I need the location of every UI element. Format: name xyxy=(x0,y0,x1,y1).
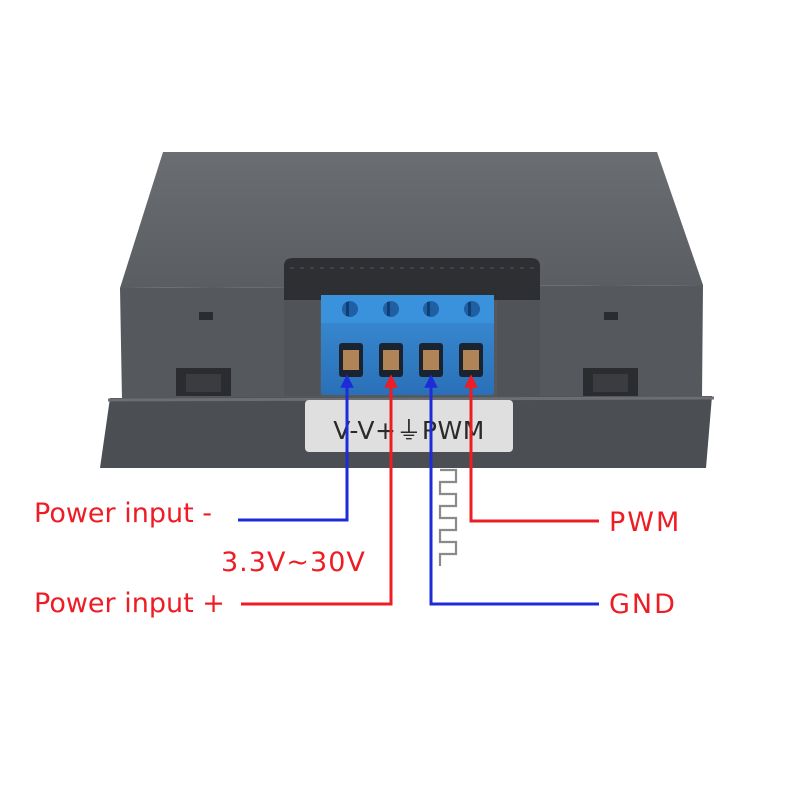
wire-power-minus xyxy=(238,374,354,522)
label-pwm: PWM xyxy=(609,507,682,538)
label-power-input-plus: Power input + xyxy=(34,588,225,619)
screw-v-plus xyxy=(383,301,399,317)
screw-pwm xyxy=(464,301,480,317)
left-notch xyxy=(199,312,213,320)
terminal-block xyxy=(321,295,494,395)
right-notch xyxy=(604,312,618,320)
label-plate xyxy=(305,400,513,452)
terminal-screws xyxy=(342,301,480,317)
label-gnd: GND xyxy=(609,589,677,620)
label-plate-text: V-V+⏚PWM xyxy=(333,416,485,445)
square-wave-icon xyxy=(438,468,458,566)
terminal-recess xyxy=(284,258,540,300)
screw-gnd xyxy=(423,301,439,317)
wire-pwm xyxy=(464,374,599,523)
terminal-openings xyxy=(339,343,483,377)
wire-power-plus xyxy=(241,374,398,606)
screw-v-minus xyxy=(342,301,358,317)
label-voltage-range: 3.3V~30V xyxy=(221,547,366,578)
device-housing xyxy=(100,152,715,468)
housing-top-face xyxy=(120,152,703,288)
label-power-input-minus: Power input - xyxy=(34,498,212,529)
wire-gnd xyxy=(424,374,599,606)
